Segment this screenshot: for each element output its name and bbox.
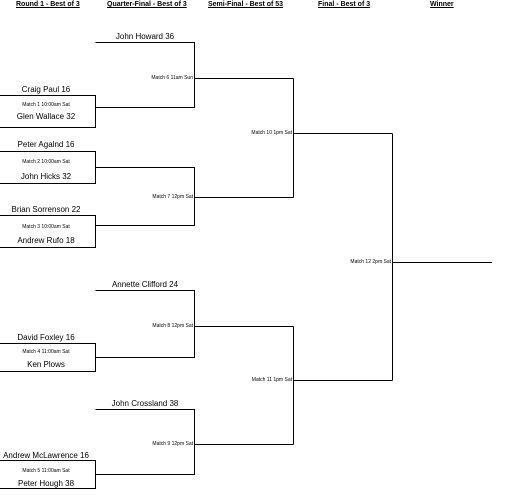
match-4-top-player: David Foxley 16 — [17, 333, 75, 342]
match-7-label: Match 7 12pm Sat — [152, 194, 193, 200]
match-9-top-player: John Crossland 38 — [111, 399, 179, 408]
match-2-label: Match 2 10:00am Sat — [22, 159, 70, 165]
match-8-label: Match 8 12pm Sat — [152, 323, 193, 329]
match-3-bottom-player: Andrew Rufo 18 — [17, 236, 75, 245]
match-11-label: Match 11 1pm Sat — [251, 377, 292, 383]
header-round1: Round 1 - Best of 3 — [16, 1, 80, 8]
match-5-bottom-player: Peter Hough 38 — [17, 479, 75, 488]
match-1-connector — [0, 95, 96, 128]
match-2-top-player: Peter Agalnd 16 — [17, 140, 75, 149]
match-4-bottom-player: Ken Plows — [27, 360, 65, 369]
match-8-top-player: Annette Clifford 24 — [111, 280, 179, 289]
header-winner: Winner — [430, 1, 454, 8]
match-8-connector — [95, 290, 294, 358]
match-1-bottom-player: Glen Wallace 32 — [16, 112, 76, 121]
header-quarter-final: Quarter-Final - Best of 3 — [107, 1, 187, 8]
match-3-connector — [0, 215, 96, 248]
match-1-label: Match 1 10:00am Sat — [22, 102, 70, 108]
match-4-label: Match 4 11:00am Sat — [22, 349, 70, 355]
match-3-top-player: Brian Sorrenson 22 — [11, 205, 81, 214]
match-12-label: Match 12 2pm Sat — [350, 259, 391, 265]
match-9-label: Match 9 12pm Sat — [152, 441, 193, 447]
header-semi-final: Semi-Final - Best of 53 — [208, 1, 284, 8]
match-6-top-player: John Howard 36 — [115, 32, 175, 41]
match-10-label: Match 10 1pm Sat — [251, 130, 292, 136]
match-1-top-player: Craig Paul 16 — [21, 85, 71, 94]
match-5-label: Match 5 11:00am Sat — [22, 468, 70, 474]
match-11-connector — [293, 326, 393, 445]
match-2-bottom-player: John Hicks 32 — [20, 172, 72, 181]
match-7-connector — [95, 167, 294, 226]
match-5-top-player: Andrew McLawrence 16 — [3, 451, 89, 460]
match-10-connector — [293, 78, 393, 198]
header-final: Final - Best of 3 — [318, 1, 371, 8]
match-12-connector — [392, 133, 492, 381]
match-6-connector — [95, 42, 294, 108]
match-9-connector — [95, 409, 294, 475]
match-6-label: Match 6 11am Sun — [151, 75, 193, 81]
match-3-label: Match 3 10:00am Sat — [22, 224, 70, 230]
